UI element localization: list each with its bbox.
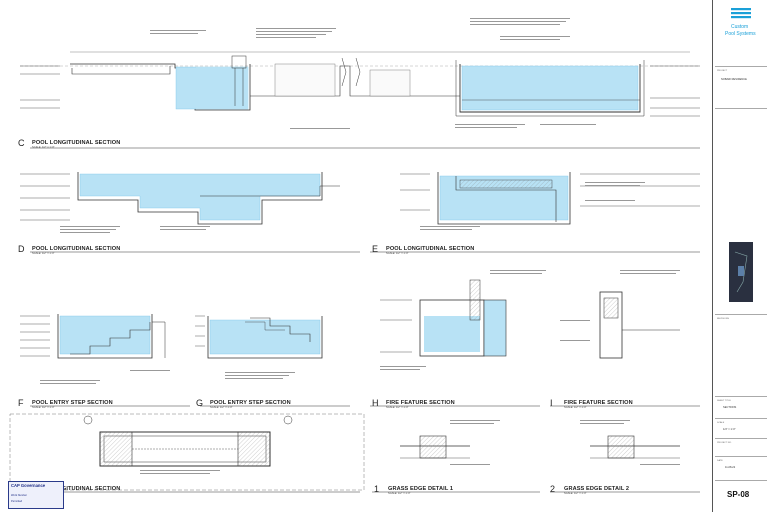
stamp-line-1: Work Number bbox=[11, 494, 27, 497]
grass-edge-detail-1 bbox=[372, 420, 540, 493]
section-e-title: POOL LONGITUDINAL SECTION bbox=[386, 246, 475, 252]
drawing-area: C POOL LONGITUDINAL SECTION SCALE: 1/2" … bbox=[8, 18, 700, 509]
divider bbox=[715, 314, 767, 315]
section-f-drawing bbox=[20, 314, 190, 407]
section-i-scale: SCALE: 1/2" = 1'-0" bbox=[564, 406, 587, 409]
date-label: DATE bbox=[717, 460, 723, 462]
section-j-title: POOL LONGITUDINAL SECTION bbox=[32, 486, 121, 492]
section-c-water-right bbox=[461, 65, 639, 111]
divider bbox=[715, 396, 767, 397]
sheet-title: SECTIONS bbox=[723, 406, 737, 409]
date-value: 11-08-22 bbox=[725, 466, 736, 469]
section-h-title: FIRE FEATURE SECTION bbox=[386, 400, 455, 406]
section-i-title: FIRE FEATURE SECTION bbox=[564, 400, 633, 406]
section-f-scale: SCALE: 1/2" = 1'-0" bbox=[32, 406, 55, 409]
section-d-title: POOL LONGITUDINAL SECTION bbox=[32, 246, 121, 252]
section-i-drawing bbox=[550, 270, 700, 407]
stamp-title: CAP Governance bbox=[11, 483, 46, 488]
company-logo-icon bbox=[731, 8, 751, 19]
section-g-scale: SCALE: 1/2" = 1'-0" bbox=[210, 406, 233, 409]
section-f-title: POOL ENTRY STEP SECTION bbox=[32, 400, 113, 406]
section-h-letter: H bbox=[372, 398, 379, 408]
revisions-label: REVISIONS bbox=[717, 318, 729, 320]
section-d-letter: D bbox=[18, 244, 25, 254]
section-g-drawing bbox=[195, 315, 350, 407]
title-block: Custom Pool Systems PROJECT NOBARI RESID… bbox=[712, 0, 768, 512]
section-d-scale: SCALE: 1/2" = 1'-0" bbox=[32, 252, 55, 255]
governance-stamp: CAP Governance Work Number Permitted bbox=[8, 481, 64, 509]
divider bbox=[715, 480, 767, 481]
scale-value: 1/4" = 1'-0" bbox=[723, 428, 736, 431]
section-c-scale: SCALE: 1/2" = 1'-0" bbox=[32, 146, 55, 149]
grass-edge-detail-2 bbox=[550, 420, 700, 493]
detail-2-number: 2 bbox=[550, 484, 556, 494]
section-j-drawing bbox=[9, 413, 365, 493]
detail-1-title: GRASS EDGE DETAIL 1 bbox=[388, 486, 454, 492]
divider bbox=[715, 108, 767, 109]
section-e-drawing bbox=[370, 172, 700, 253]
company-name-line-1: Custom bbox=[731, 24, 749, 30]
stamp-line-2: Permitted bbox=[11, 500, 23, 503]
sheet-number: SP-08 bbox=[727, 490, 750, 499]
sheet-title-label: SHEET TITLE bbox=[717, 400, 731, 402]
detail-2-title: GRASS EDGE DETAIL 2 bbox=[564, 486, 630, 492]
detail-1-scale: SCALE: 1/2" = 1'-0" bbox=[388, 492, 411, 495]
section-g-title: POOL ENTRY STEP SECTION bbox=[210, 400, 291, 406]
section-c-letter: C bbox=[18, 138, 25, 148]
section-h-scale: SCALE: 1/2" = 1'-0" bbox=[386, 406, 409, 409]
section-d-drawing bbox=[20, 172, 360, 253]
divider bbox=[715, 418, 767, 419]
section-f-letter: F bbox=[18, 398, 24, 408]
divider bbox=[715, 66, 767, 67]
scale-label: SCALE bbox=[717, 422, 725, 424]
section-h-drawing bbox=[370, 270, 546, 407]
site-key-map bbox=[729, 242, 753, 302]
project-no-label: PROJECT NO. bbox=[717, 442, 732, 444]
divider bbox=[715, 438, 767, 439]
project-label: PROJECT bbox=[717, 70, 728, 72]
section-i-letter: I bbox=[550, 398, 553, 408]
project-name: NOBARI RESIDENCE bbox=[721, 78, 747, 81]
detail-2-scale: SCALE: 1/2" = 1'-0" bbox=[564, 492, 587, 495]
divider bbox=[715, 456, 767, 457]
section-c-title: POOL LONGITUDINAL SECTION bbox=[32, 140, 121, 146]
section-c-drawing bbox=[20, 18, 700, 149]
company-name-line-2: Pool Systems bbox=[725, 31, 756, 37]
detail-1-number: 1 bbox=[374, 484, 380, 494]
section-e-scale: SCALE: 1/2" = 1'-0" bbox=[386, 252, 409, 255]
section-e-letter: E bbox=[372, 244, 379, 254]
section-g-letter: G bbox=[196, 398, 204, 408]
section-drawings bbox=[9, 18, 700, 493]
